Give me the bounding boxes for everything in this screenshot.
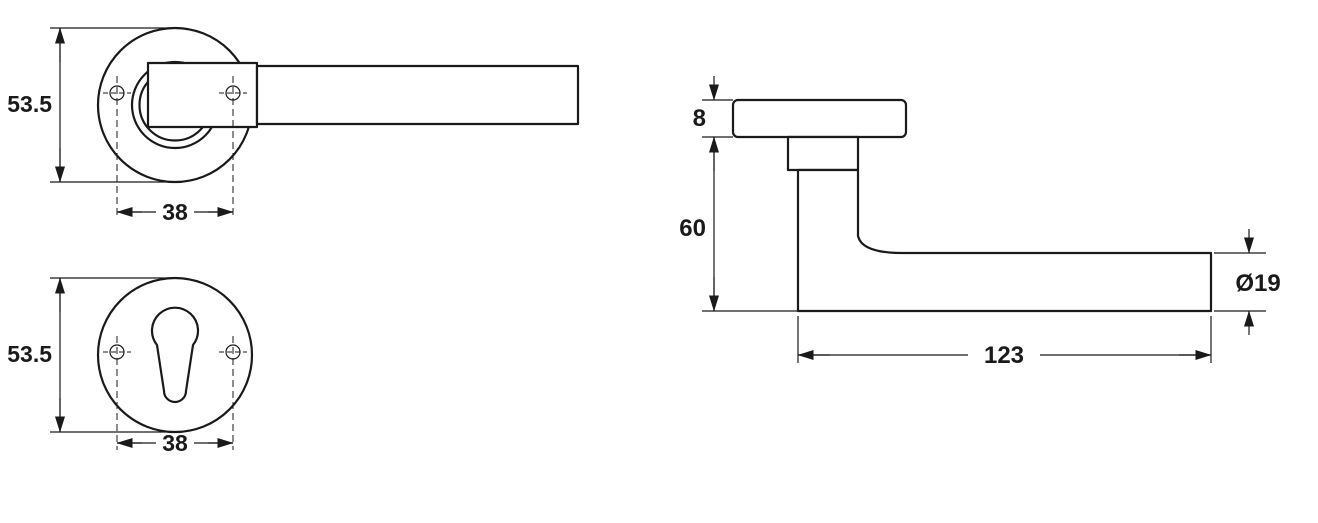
dimension-hole-spacing: 38 [116,199,234,225]
dim-label-hole-spacing: 38 [162,199,188,225]
screw-hole-right [219,85,247,101]
dimension-rose-thickness: 8 [693,76,733,138]
screw-hole-left-escutcheon [103,344,131,360]
dim-label-rose-diameter: 53.5 [7,91,52,117]
handle-neck-and-grip-side [796,168,1213,313]
dimension-rose-diameter: 53.5 [7,27,172,183]
rose-side-profile [731,98,908,139]
dim-label-grip-length: 123 [984,342,1024,369]
dim-label-escutcheon-hole-spacing: 38 [162,430,188,456]
screw-hole-left [103,85,131,101]
dimension-projection: 60 [679,136,798,312]
dim-label-grip-diameter: Ø19 [1235,270,1280,297]
dimension-escutcheon-hole-spacing: 38 [116,430,234,456]
handle-grip-front [255,64,580,126]
dimension-grip-diameter: Ø19 [1214,229,1281,335]
lever-handle-front-view: 53.5 38 [7,26,580,225]
dim-label-rose-thickness: 8 [693,105,706,132]
dimension-escutcheon-diameter: 53.5 [7,277,172,433]
handle-neck-front [146,61,259,129]
escutcheon-front-view: 53.5 38 [7,276,254,456]
lever-handle-side-view: 8 60 Ø19 123 [679,76,1281,369]
dimension-grip-length: 123 [797,316,1212,369]
dim-label-projection: 60 [679,215,706,242]
screw-hole-right-escutcheon [219,344,247,360]
dim-label-escutcheon-diameter: 53.5 [7,341,52,367]
euro-profile-cylinder-cutout [150,306,200,404]
rose-collar-side [786,135,860,172]
